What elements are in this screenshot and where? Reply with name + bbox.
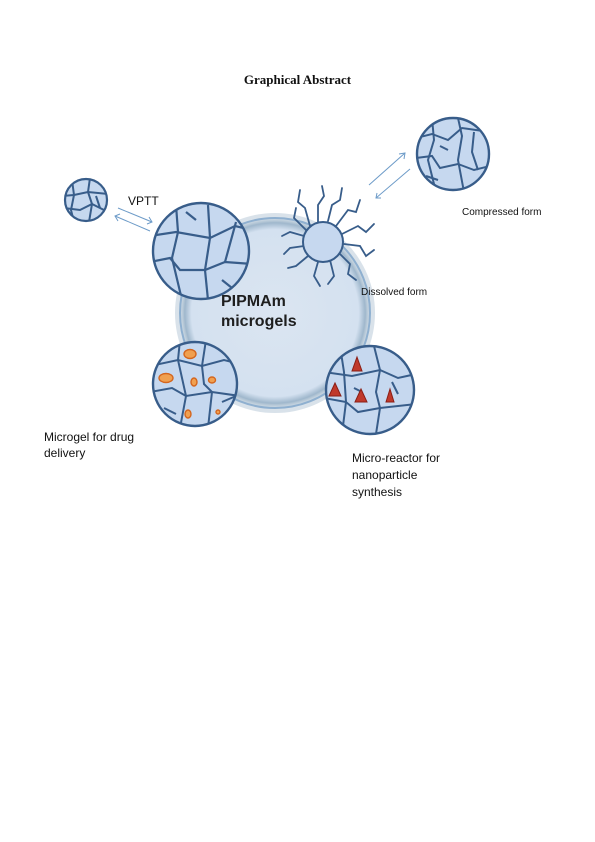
center-label-line2: microgels: [221, 313, 297, 330]
drug-payload: [158, 348, 221, 419]
vptt-label: VPTT: [128, 194, 159, 208]
center-label: PIPMAm microgels: [221, 292, 297, 332]
micro-reactor-microgel: [324, 344, 416, 436]
dissolved-polymer: [281, 185, 375, 287]
collapsed-microgel: [63, 177, 109, 223]
nanoparticles: [328, 355, 395, 403]
vptt-arrows: [114, 207, 153, 232]
drug-delivery-label: Microgel for drug delivery: [44, 430, 135, 460]
dissolved-form-label: Dissolved form: [361, 287, 428, 298]
center-label-line1: PIPMAm: [221, 293, 286, 310]
compressed-microgel: [415, 116, 491, 192]
micro-reactor-label: Micro-reactor for nanoparticle synthesis: [352, 451, 441, 499]
swollen-microgel: [151, 201, 251, 301]
drug-delivery-microgel: [151, 340, 239, 428]
page-title: Graphical Abstract: [243, 72, 352, 87]
compressed-form-label: Compressed form: [462, 207, 542, 218]
compression-arrows: [368, 152, 411, 199]
